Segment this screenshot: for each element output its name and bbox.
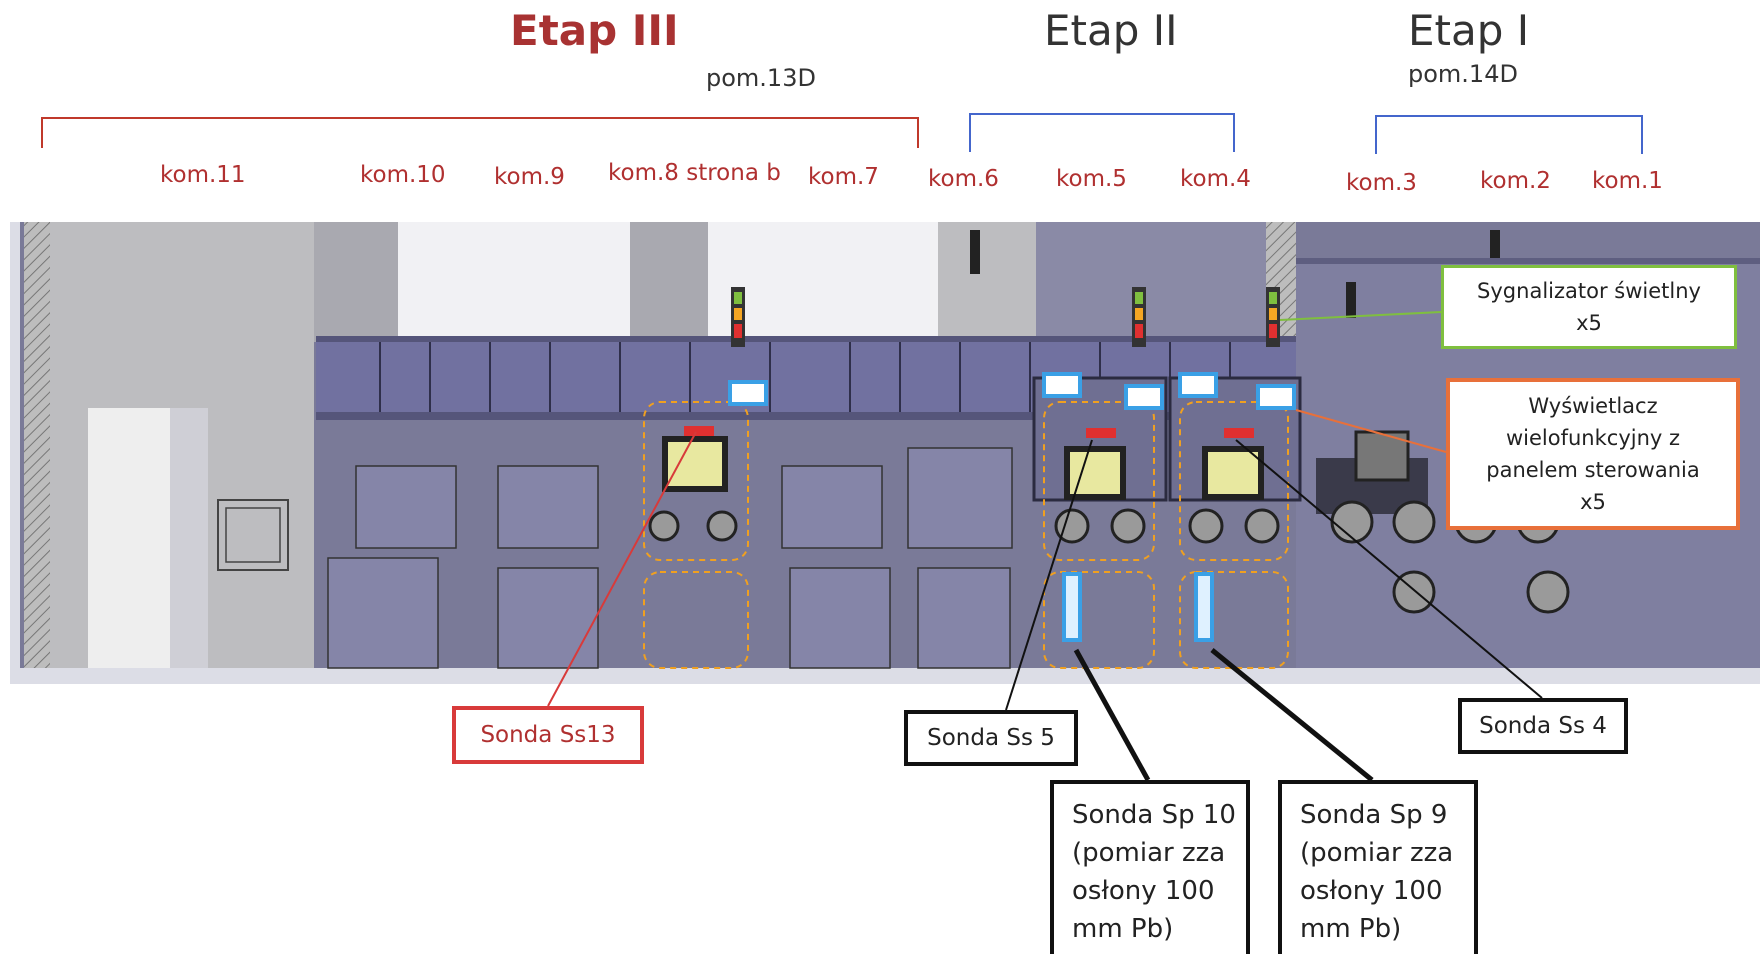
callout-sonda-sp9-line-2: (pomiar zza [1300, 838, 1454, 868]
room-label-14d: pom.14D [1408, 60, 1518, 88]
etap-ii-title: Etap II [1044, 6, 1178, 55]
chamber-label-9: kom.9 [494, 164, 565, 190]
chamber-label-4: kom.4 [1180, 166, 1251, 192]
callout-sonda-ss13-label: Sonda Ss13 [480, 722, 616, 748]
callout-sonda-sp10-line-2: (pomiar zza [1072, 838, 1226, 868]
callout-signal-light: Sygnalizator świetlny x5 [1441, 265, 1737, 349]
callout-sonda-sp9-line-4: mm Pb) [1300, 914, 1402, 944]
probe-heads [684, 426, 1254, 438]
chamber-label-2: kom.2 [1480, 168, 1551, 194]
callout-sonda-sp9-line-3: osłony 100 [1300, 876, 1443, 906]
callout-sonda-ss5-label: Sonda Ss 5 [927, 725, 1055, 751]
etap-i-title: Etap I [1408, 6, 1530, 55]
chamber-label-1: kom.1 [1592, 168, 1663, 194]
callout-sonda-sp10-line-3: osłony 100 [1072, 876, 1215, 906]
lower-panels [327, 447, 1013, 669]
chamber-label-10: kom.10 [360, 162, 446, 188]
etap-ii-cells [1032, 376, 1428, 514]
callout-display: Wyświetlacz wielofunkcyjny z panelem ste… [1446, 378, 1740, 530]
detector-zones [643, 401, 1289, 669]
callout-sonda-ss13: Sonda Ss13 [452, 706, 644, 764]
callout-signal-light-line-1: Sygnalizator świetlny [1477, 279, 1701, 303]
callout-display-line-4: x5 [1580, 490, 1606, 514]
chamber-label-5: kom.5 [1056, 166, 1127, 192]
chamber-label-7: kom.7 [808, 164, 879, 190]
callout-sonda-ss4-label: Sonda Ss 4 [1479, 713, 1607, 739]
room-label-13d: pom.13D [706, 64, 816, 92]
callout-sonda-sp10-line-4: mm Pb) [1072, 914, 1174, 944]
chamber-label-6: kom.6 [928, 166, 999, 192]
blue-detectors [728, 372, 1296, 642]
callout-sonda-sp10-line-1: Sonda Sp 10 [1072, 800, 1236, 830]
signal-light-towers [731, 230, 1500, 347]
callout-sonda-ss5: Sonda Ss 5 [904, 710, 1078, 766]
chamber-label-8b: kom.8 strona b [608, 160, 781, 186]
callout-display-line-1: Wyświetlacz [1528, 394, 1658, 418]
bracket-etap-ii [969, 113, 1235, 152]
leader-lines [547, 311, 1543, 782]
etap-iii-title: Etap III [510, 6, 679, 55]
callout-signal-light-line-2: x5 [1576, 311, 1602, 335]
callout-sonda-sp9-line-1: Sonda Sp 9 [1300, 800, 1448, 830]
bracket-etap-i [1375, 115, 1643, 154]
callout-sonda-sp10: Sonda Sp 10 (pomiar zza osłony 100 mm Pb… [1050, 780, 1250, 954]
callout-display-line-2: wielofunkcyjny z [1505, 426, 1681, 450]
chamber-label-11: kom.11 [160, 162, 246, 188]
callout-display-line-3: panelem sterowania [1486, 458, 1700, 482]
chamber-label-3: kom.3 [1346, 170, 1417, 196]
callout-sonda-ss4: Sonda Ss 4 [1458, 698, 1628, 754]
callout-sonda-sp9: Sonda Sp 9 (pomiar zza osłony 100 mm Pb) [1278, 780, 1478, 954]
bracket-etap-iii [41, 117, 919, 148]
